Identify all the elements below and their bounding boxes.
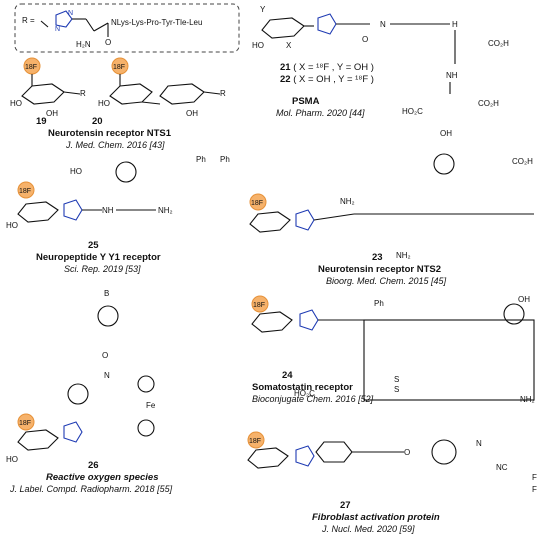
compound-23-number: 23: [372, 252, 383, 263]
svg-text:Ph: Ph: [374, 299, 384, 308]
sstr-target-label: Somatostatin receptor: [252, 382, 353, 393]
svg-text:HO: HO: [70, 167, 82, 176]
svg-text:18F: 18F: [19, 420, 31, 427]
f18-badge: [17, 413, 35, 431]
svg-text:NC: NC: [496, 463, 508, 472]
svg-text:O: O: [102, 351, 108, 360]
svg-text:O: O: [105, 38, 111, 47]
compound-21-label: 21 ( X = ¹⁸F , Y = OH ): [280, 62, 374, 73]
svg-text:OH: OH: [440, 129, 452, 138]
svg-text:NH₂: NH₂: [158, 206, 173, 215]
compound-26-number: 26: [88, 460, 99, 471]
svg-text:HO: HO: [6, 455, 18, 464]
triazole-ring: [55, 10, 73, 28]
svg-text:R: R: [220, 89, 226, 98]
piperazine-ring: [315, 441, 353, 463]
compound-24-structure: 18F Ph S S OH NH₂ HO₂C: [244, 292, 548, 422]
compound-22-label: 22 ( X = OH , Y = ¹⁸F ): [280, 74, 374, 85]
svg-text:18F: 18F: [25, 64, 37, 71]
compound-25-number: 25: [88, 240, 99, 251]
svg-text:18F: 18F: [253, 302, 265, 309]
svg-text:NH: NH: [446, 71, 458, 80]
compound-26-structure: B O N Fe 18F HO: [6, 276, 236, 466]
svg-text:H: H: [452, 20, 458, 29]
svg-text:HO: HO: [6, 221, 18, 230]
svg-text:H₂N: H₂N: [76, 40, 91, 49]
svg-text:NH₂: NH₂: [396, 251, 411, 260]
svg-text:S: S: [394, 375, 399, 384]
svg-text:N: N: [476, 439, 482, 448]
nts1-reference: J. Med. Chem. 2016 [43]: [66, 140, 165, 150]
ferrocene-cp-bottom: [137, 419, 155, 437]
compound-19-structure: 18F HO OH R: [10, 56, 90, 118]
ros-target-label: Reactive oxygen species: [46, 472, 159, 483]
svg-text:Ph: Ph: [220, 155, 230, 164]
compound-27-number: 27: [340, 500, 351, 511]
nts2-reference: Bioorg. Med. Chem. 2015 [45]: [326, 276, 447, 286]
compound-25-structure: 18F HO NH NH₂ HO Ph Ph: [6, 150, 238, 240]
svg-text:HO: HO: [252, 41, 264, 50]
psma-reference: Mol. Pharm. 2020 [44]: [276, 108, 365, 118]
svg-text:X: X: [286, 41, 292, 50]
peptide-chain-label: NLys-Lys-Pro-Tyr-Tle-Leu: [111, 18, 202, 27]
svg-text:F: F: [532, 485, 537, 494]
compound-19-number: 19: [36, 116, 47, 127]
fap-target-label: Fibroblast activation protein: [312, 512, 440, 523]
svg-text:CO₂H: CO₂H: [478, 99, 499, 108]
svg-text:NH₂: NH₂: [340, 197, 355, 206]
tyrosine-ring: [115, 161, 137, 183]
svg-text:B: B: [104, 289, 109, 298]
svg-text:CO₂H: CO₂H: [512, 157, 533, 166]
svg-text:N: N: [68, 10, 73, 17]
svg-text:18F: 18F: [19, 188, 31, 195]
svg-text:Fe: Fe: [146, 401, 156, 410]
nts1-target-label: Neurotensin receptor NTS1: [48, 128, 171, 139]
npy-reference: Sci. Rep. 2019 [53]: [64, 264, 141, 274]
compound-27-structure: 18F O N NC F F: [244, 430, 548, 536]
ros-reference: J. Label. Compd. Radiopharm. 2018 [55]: [10, 484, 173, 494]
psma-target-label: PSMA: [292, 96, 320, 107]
svg-text:F: F: [532, 473, 537, 482]
quinoline-ring: [431, 439, 457, 465]
npy-target-label: Neuropeptide Y Y1 receptor: [36, 252, 161, 263]
svg-text:HO₂C: HO₂C: [294, 389, 315, 398]
svg-text:Y: Y: [260, 5, 266, 14]
svg-text:OH: OH: [518, 295, 530, 304]
svg-text:N: N: [380, 20, 386, 29]
svg-text:HO₂C: HO₂C: [402, 107, 423, 116]
svg-text:OH: OH: [186, 109, 198, 118]
svg-text:NH: NH: [102, 206, 114, 215]
fap-reference: J. Nucl. Med. 2020 [59]: [322, 524, 415, 534]
r-equals-label: R =: [22, 16, 35, 25]
f18-badge: [247, 431, 265, 449]
svg-text:S: S: [394, 385, 399, 394]
compound-24-number: 24: [282, 370, 293, 381]
svg-text:18F: 18F: [113, 64, 125, 71]
f18-badge: [17, 181, 35, 199]
f18-badge: [251, 295, 269, 313]
svg-text:N: N: [104, 371, 110, 380]
svg-text:HO: HO: [10, 99, 22, 108]
svg-text:NH₂: NH₂: [520, 395, 535, 404]
svg-text:Ph: Ph: [196, 155, 206, 164]
compound-20-structure: 18F HO OH R: [98, 56, 248, 118]
r-group-box: R = N N H₂N O NLys-Lys-Pro-Tyr-Tle-Leu: [14, 3, 240, 53]
compound-23-structure: 18F NH₂ OH CO₂H NH₂: [244, 124, 548, 264]
nts2-target-label: Neurotensin receptor NTS2: [318, 264, 441, 275]
svg-text:18F: 18F: [249, 438, 261, 445]
svg-text:O: O: [404, 448, 410, 457]
f18-badge: [249, 193, 267, 211]
r-group-structure: R = N N H₂N O NLys-Lys-Pro-Tyr-Tle-Leu: [14, 3, 240, 53]
ferrocene-cp-top: [137, 375, 155, 393]
compound-20-number: 20: [92, 116, 103, 127]
svg-text:18F: 18F: [251, 200, 263, 207]
svg-text:O: O: [362, 35, 368, 44]
svg-text:CO₂H: CO₂H: [488, 39, 509, 48]
psma-structure: Y HO X O N H CO₂H NH HO₂C CO₂H: [250, 2, 548, 120]
svg-text:OH: OH: [46, 109, 58, 118]
svg-text:R: R: [80, 89, 86, 98]
svg-text:HO: HO: [98, 99, 110, 108]
sstr-reference: Bioconjugate Chem. 2016 [52]: [252, 394, 374, 404]
svg-text:N: N: [55, 26, 60, 33]
